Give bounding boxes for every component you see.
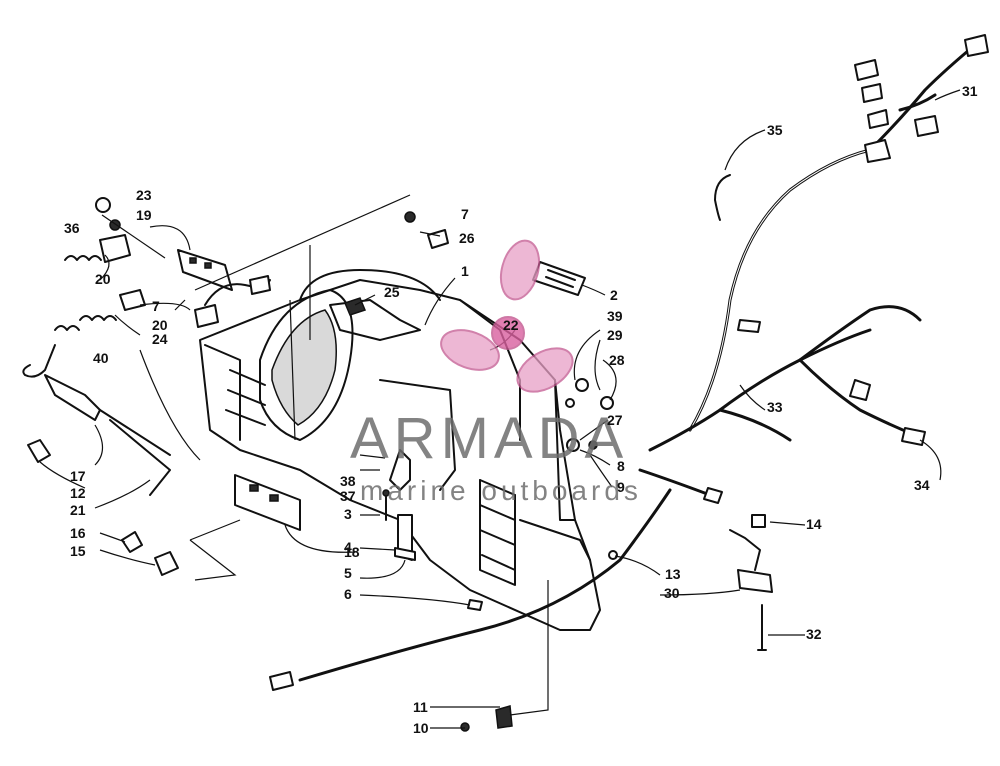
callout-37: 37 (340, 488, 356, 504)
callout-12: 12 (70, 485, 86, 501)
watermark-tagline: marine outboards (360, 475, 642, 506)
callout-10: 10 (413, 720, 429, 736)
callout-35: 35 (767, 122, 783, 138)
callout-6: 6 (344, 586, 352, 602)
callout-20a: 20 (95, 271, 111, 287)
switch-plate (177, 249, 233, 291)
callout-39: 39 (607, 308, 623, 324)
callout-32: 32 (806, 626, 822, 642)
callout-27: 27 (607, 412, 623, 428)
callout-40: 40 (93, 350, 109, 366)
callout-36: 36 (64, 220, 80, 236)
callout-26: 26 (459, 230, 475, 246)
ignition-switch-assembly (22, 197, 271, 496)
callout-9: 9 (617, 479, 625, 495)
propeller-logo-icon (440, 239, 574, 393)
callout-2: 2 (610, 287, 618, 303)
callout-7a: 7 (461, 206, 469, 222)
callout-22: 22 (503, 317, 519, 333)
watermark-brand: ARMADA (350, 406, 628, 471)
bracket-plate (234, 474, 301, 531)
callout-21: 21 (70, 502, 86, 518)
callout-labels: 1 2 3 4 5 6 7 7 8 9 10 11 12 13 14 15 16… (64, 83, 978, 736)
callout-29: 29 (607, 327, 623, 343)
callout-15: 15 (70, 543, 86, 559)
callout-3: 3 (344, 506, 352, 522)
callout-24: 24 (152, 331, 168, 347)
wiring-harness (269, 34, 989, 691)
small-switches (121, 531, 179, 576)
decal-plate (532, 261, 586, 296)
callout-17: 17 (70, 468, 86, 484)
rectifier-assembly (729, 514, 773, 651)
callout-14: 14 (806, 516, 822, 532)
callout-13: 13 (665, 566, 681, 582)
callout-31: 31 (962, 83, 978, 99)
toggle-switch (404, 211, 449, 249)
callout-5: 5 (344, 565, 352, 581)
callout-23: 23 (136, 187, 152, 203)
callout-20b: 20 (152, 317, 168, 333)
callout-28: 28 (609, 352, 625, 368)
callout-38: 38 (340, 473, 356, 489)
bracket-hardware (382, 489, 513, 732)
callout-8: 8 (617, 458, 625, 474)
callout-30: 30 (664, 585, 680, 601)
watermark: ARMADA marine outboards (350, 239, 642, 506)
callout-19: 19 (136, 207, 152, 223)
callout-1: 1 (461, 263, 469, 279)
leader-lines (39, 89, 961, 729)
callout-16: 16 (70, 525, 86, 541)
callout-4: 4 (344, 539, 352, 555)
callout-33: 33 (767, 399, 783, 415)
callout-7b: 7 (152, 298, 160, 314)
callout-11: 11 (413, 699, 428, 715)
callout-25: 25 (384, 284, 400, 300)
console-housing (199, 269, 601, 631)
callout-34: 34 (914, 477, 930, 493)
callout-18: 18 (344, 544, 360, 560)
